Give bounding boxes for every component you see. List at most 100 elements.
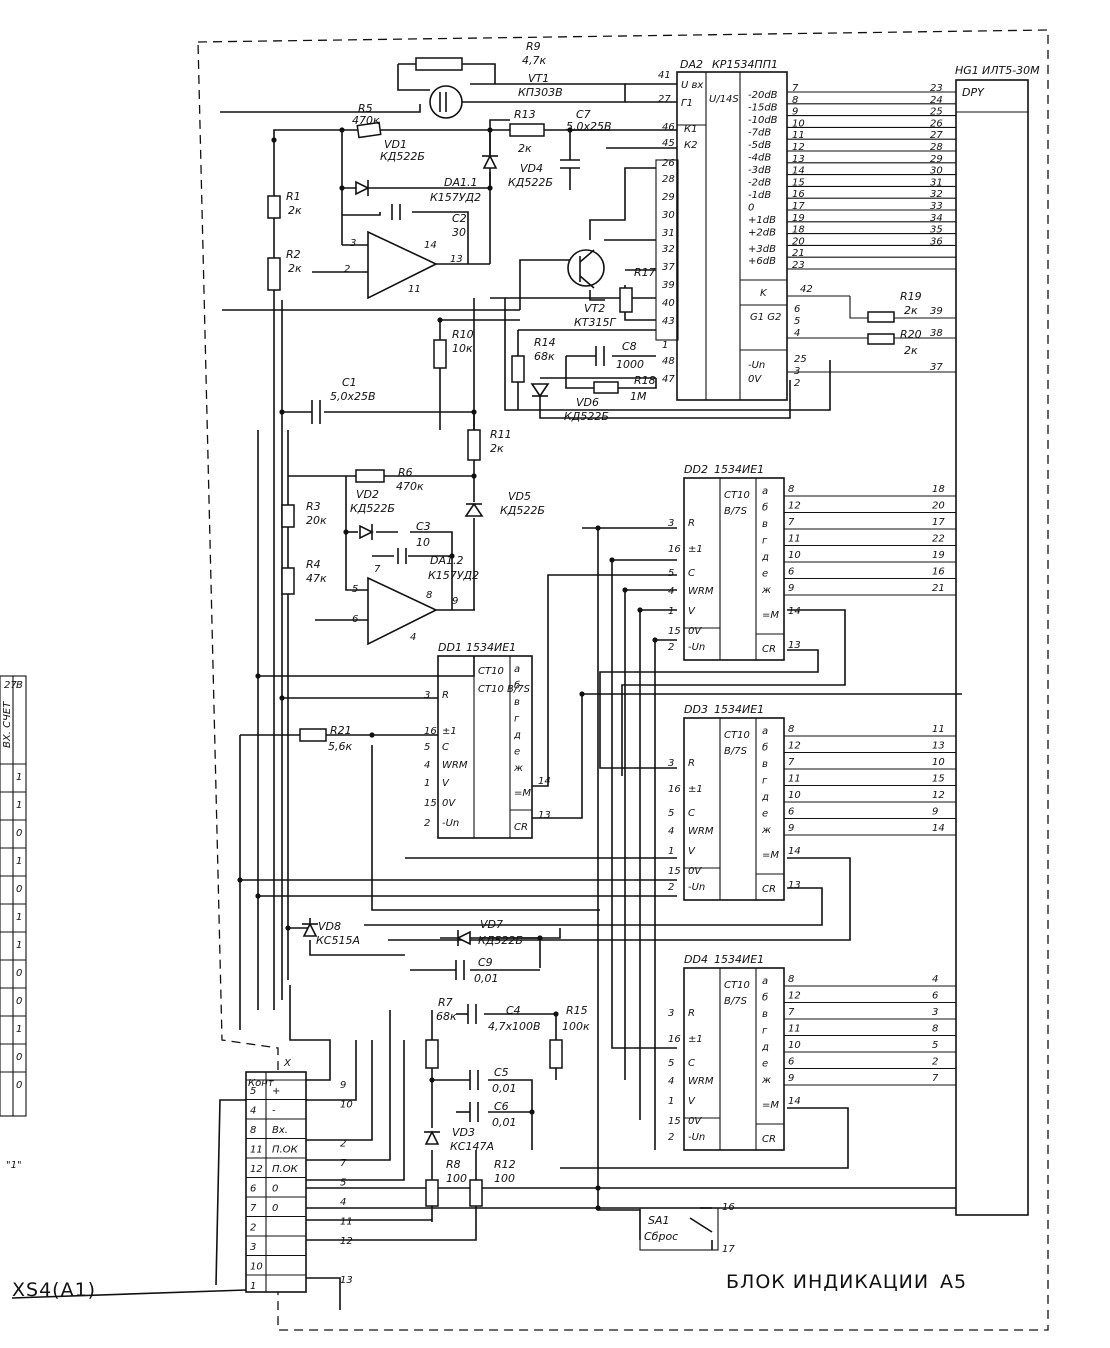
svg-text:КД522Б: КД522Б	[380, 150, 425, 163]
connector-label: XS4(A1)	[12, 1279, 96, 1301]
dd4-segment-label: в	[762, 1009, 768, 1020]
hg1-pin-number: 32	[930, 189, 943, 200]
dd2-segment-label: ж	[761, 585, 771, 596]
connector-row-signal: +	[272, 1086, 280, 1097]
svg-text:100к: 100к	[562, 1020, 590, 1033]
hg1-pin-number: 36	[930, 236, 943, 247]
junction-dot	[579, 691, 585, 697]
svg-text:100: 100	[446, 1172, 467, 1185]
dd1-segment-label: a	[514, 664, 520, 675]
da2-output-pin-number: 10	[792, 118, 805, 129]
hg1-pin-number: 20	[932, 501, 945, 512]
dd1-segment-label: д	[513, 730, 521, 741]
dd2-pin-number: 3	[668, 518, 674, 529]
dd3-segment-label: д	[761, 792, 769, 803]
svg-text:68к: 68к	[534, 350, 555, 363]
r11-body	[467, 429, 481, 461]
r20-body	[867, 333, 895, 345]
dd2-pin-label: WRM	[688, 586, 714, 597]
edge-cell-value: 0	[16, 968, 22, 979]
da2-left-pin-number: 32	[662, 244, 675, 255]
hg1-ref: HG1	[955, 64, 979, 77]
svg-text:В: В	[16, 680, 23, 691]
capacitors: C1 5,0х25В C2 30 C3 10 C4 4,7х100В C5 0,…	[311, 108, 644, 1129]
svg-text:5,6к: 5,6к	[328, 740, 352, 753]
dd3-output-pin-number: 14	[788, 846, 801, 857]
dd1-segment-label: CR	[514, 822, 528, 833]
dd4-segment-label: a	[762, 976, 768, 987]
svg-text:16: 16	[722, 1202, 735, 1213]
dd3-output-pin-number: 11	[788, 774, 801, 785]
da2-k1-pin-number: 46	[662, 122, 675, 133]
junction-dot	[595, 1185, 601, 1191]
dd1-pin-number: 15	[424, 798, 437, 809]
da2-level-label: -10dB	[748, 115, 778, 126]
svg-text:2к: 2к	[904, 344, 918, 357]
r1-body	[267, 195, 281, 219]
dd2-segment-label: =М	[762, 610, 779, 621]
dd4-pin-number: 16	[668, 1034, 681, 1045]
svg-text:C3: C3	[416, 520, 431, 533]
hg1-pin-number: 8	[932, 1024, 938, 1035]
svg-text:R18: R18	[634, 374, 656, 387]
dd3-pin-label: R	[688, 758, 695, 769]
svg-text:R7: R7	[438, 996, 453, 1009]
dd3-pin-label: ±1	[688, 784, 703, 795]
da2-level-label: -20dB	[748, 90, 778, 101]
connector-row-number: 10	[250, 1262, 263, 1273]
svg-text:C9: C9	[478, 956, 493, 969]
dd3-pin-label: V	[688, 846, 696, 857]
svg-text:КД522Б: КД522Б	[564, 410, 609, 423]
hg1-pin-number: 37	[930, 362, 943, 373]
da2-level-label: -4dB	[748, 153, 771, 164]
junction-dot	[471, 473, 477, 479]
dd1-func: CT10 B/7S	[478, 684, 531, 695]
hg1-pin-number: 14	[932, 823, 945, 834]
da2-k-label: K	[760, 288, 768, 299]
svg-text:R5: R5	[358, 102, 373, 115]
dd2-output-pin-number: 14	[788, 606, 801, 617]
edge-cell-value: 1	[16, 800, 22, 811]
junction-dot	[429, 1077, 435, 1083]
svg-text:20к: 20к	[306, 514, 327, 527]
da2-k2: К2	[684, 140, 697, 151]
da2-level-label: +6dB	[748, 256, 776, 267]
edge-cell-value: 1	[16, 772, 22, 783]
dd1-pin-number: 2	[424, 818, 430, 829]
da2-output-pin-number: 16	[792, 189, 805, 200]
junction-dot	[487, 127, 493, 133]
dd4-ref: DD4	[684, 953, 708, 966]
connector-header: Конт	[248, 1078, 275, 1089]
da2-level-label: +1dB	[748, 215, 776, 226]
junction-dot	[279, 695, 285, 701]
svg-text:VD6: VD6	[576, 396, 599, 409]
da2-g-pin-number: 4	[794, 328, 800, 339]
junction-dot	[567, 127, 573, 133]
dd4-pin-label: ±1	[688, 1034, 703, 1045]
svg-text:R17: R17	[634, 266, 656, 279]
hg1-pin-number: 25	[930, 107, 943, 118]
junction-dot	[339, 185, 345, 191]
dd4-output-pin-number: 12	[788, 991, 801, 1002]
svg-text:R20: R20	[900, 328, 922, 341]
dd2-func: CT10	[724, 490, 750, 501]
dd3-segment-label: в	[762, 759, 768, 770]
dd1-pin-number: 13	[538, 810, 551, 821]
da2-output-pin-number: 17	[792, 201, 805, 212]
svg-text:10к: 10к	[452, 342, 473, 355]
dd3-segment-label: =М	[762, 850, 779, 861]
edge-cell-value: 0	[16, 884, 22, 895]
dd1-pin-label: -Un	[442, 818, 459, 829]
svg-text:R21: R21	[330, 724, 352, 737]
connector-row-number: 5	[250, 1086, 256, 1097]
dd3-segment-label: г	[762, 776, 768, 787]
hg1-func: DPY	[962, 86, 985, 99]
svg-text:КД522Б: КД522Б	[508, 176, 553, 189]
da2-un-pin-number: 25	[794, 354, 807, 365]
r8-body	[425, 1179, 439, 1207]
hg1-pin-number: 24	[930, 95, 943, 106]
junction-dot	[595, 525, 601, 531]
dd1-segment-label: г	[514, 714, 520, 725]
